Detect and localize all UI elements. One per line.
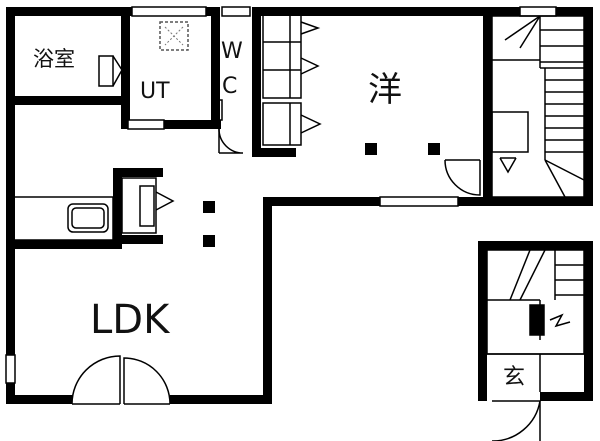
washer-icon [159,21,189,51]
doors [71,128,541,441]
kitchen-counter [13,196,114,241]
room-label-wc-w: W [221,39,243,64]
stair-lower [486,249,585,392]
kitchen-shelf [121,177,175,234]
room-label-wc-c: C [222,74,237,99]
room-label-entrance: 玄 [503,365,525,390]
bath-area [98,55,123,87]
wc-fixture [213,99,223,121]
room-label-ldk: LDK [90,297,171,343]
walls [6,7,593,404]
room-label-bath: 浴室 [33,47,75,71]
windows [5,6,557,384]
room-label-western: 洋 [368,70,402,110]
closet-shelves [262,13,322,146]
columns [203,143,440,247]
stair-upper [491,15,585,198]
room-label-utility: UT [140,79,170,104]
